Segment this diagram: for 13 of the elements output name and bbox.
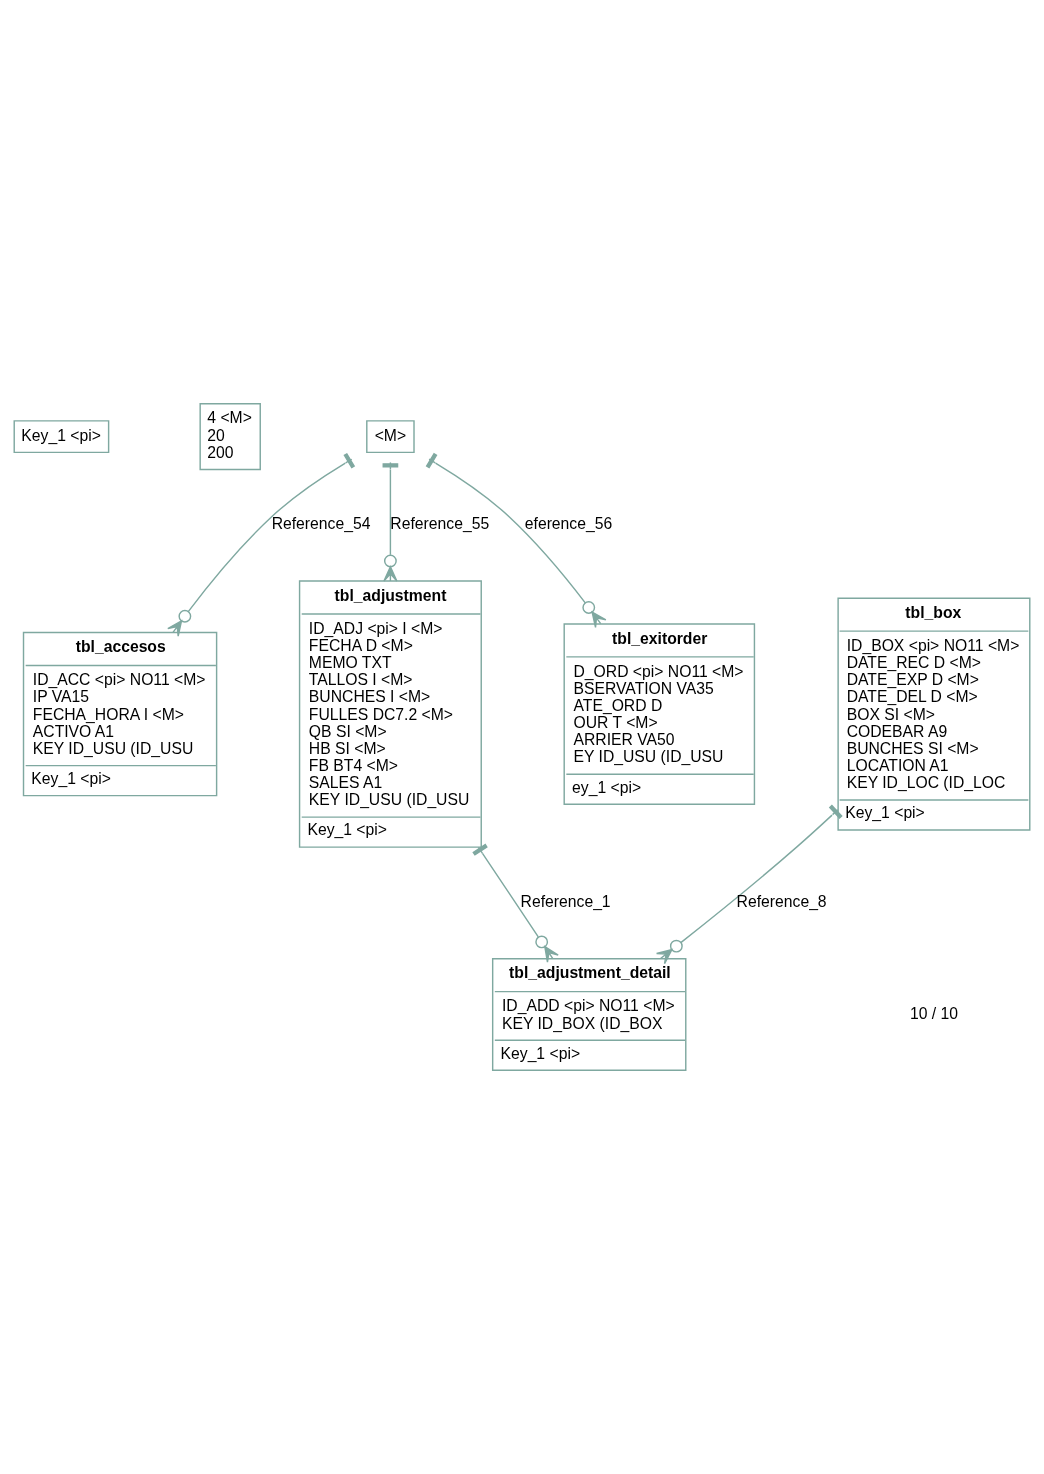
edge-label: eference_56 — [524, 515, 613, 533]
connector — [655, 804, 843, 965]
label: 10 / 10 — [909, 1004, 958, 1022]
node-box: 4 <M> 20 200 — [199, 403, 261, 471]
edge-label: Reference_55 — [390, 515, 490, 533]
node-box: <M> — [366, 420, 415, 454]
node-box: Key_1 <pi> — [13, 420, 110, 454]
connector — [167, 452, 356, 637]
edge-label: Reference_1 — [520, 892, 611, 910]
connector — [472, 843, 559, 963]
edge-label: Reference_54 — [271, 515, 371, 533]
edge-label: Reference_8 — [736, 892, 827, 910]
connector — [425, 452, 607, 629]
